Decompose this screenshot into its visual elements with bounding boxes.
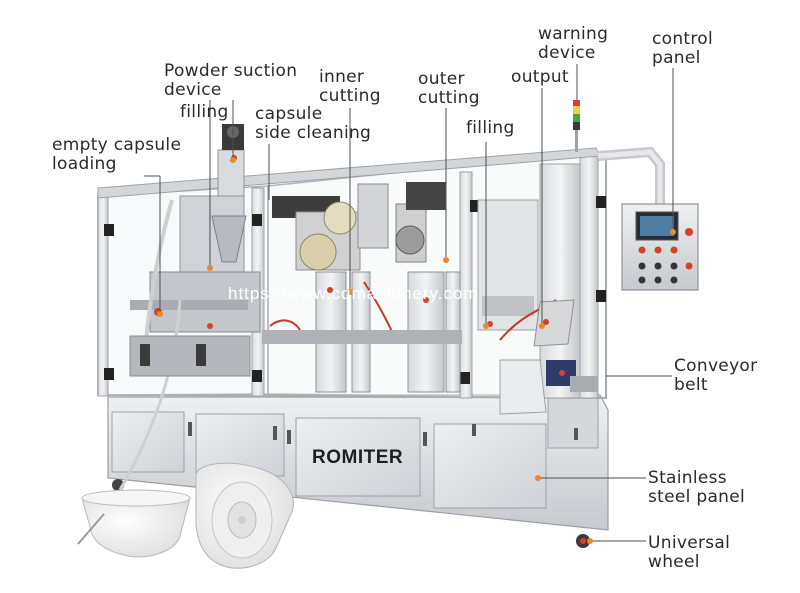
watermark-text: https://www.cqmachinery.com [228, 284, 479, 303]
cutting-stations [262, 182, 462, 393]
label-capsule-side-cleaning: capsule side cleaning [255, 105, 371, 143]
label-conveyor-belt: Conveyor belt [674, 357, 757, 395]
label-line: filling [180, 102, 229, 122]
label-line: device [164, 80, 222, 100]
label-line: filling [466, 118, 515, 138]
label-filling-left: filling [180, 103, 229, 122]
label-line: steel panel [648, 487, 746, 507]
label-line: cutting [418, 88, 480, 108]
label-line: cutting [319, 86, 381, 106]
label-line: wheel [648, 552, 700, 572]
label-line: control [652, 29, 714, 49]
stainless-steel-panel [433, 423, 547, 509]
capsule-samples [77, 462, 294, 569]
label-control-panel: control panel [652, 30, 713, 68]
label-warning-device: warning device [538, 25, 608, 63]
label-inner-cutting: inner cutting [319, 68, 381, 106]
label-outer-cutting: outer cutting [418, 70, 480, 108]
label-universal-wheel: Universal wheel [648, 534, 730, 572]
label-line: side cleaning [255, 123, 372, 143]
label-line: warning [538, 24, 609, 44]
label-line: inner [319, 67, 365, 87]
label-powder-suction-device: Powder suction device [164, 62, 297, 100]
label-line: panel [652, 48, 701, 68]
filling-station-left [118, 124, 261, 491]
label-line: empty capsule [52, 135, 182, 155]
leader-dots [157, 157, 676, 544]
label-line: Universal [648, 533, 731, 553]
label-line: Powder suction [164, 61, 298, 81]
label-line: outer [418, 69, 465, 89]
label-line: Conveyor [674, 356, 758, 376]
front-door-panel [295, 417, 421, 497]
label-line: belt [674, 375, 708, 395]
label-output: output [511, 68, 569, 87]
warning-light [573, 100, 580, 152]
control-panel [597, 146, 699, 291]
label-filling-right: filling [466, 119, 515, 138]
label-empty-capsule-loading: empty capsule loading [52, 136, 181, 174]
label-line: capsule [255, 104, 323, 124]
label-line: output [511, 67, 569, 87]
base-cabinet [107, 394, 609, 548]
label-line: Stainless [648, 468, 727, 488]
brand-logo-text: ROMITER [312, 447, 404, 468]
output-station [477, 199, 598, 415]
label-line: device [538, 43, 596, 63]
label-line: loading [52, 154, 117, 174]
label-stainless-steel-panel: Stainless steel panel [648, 469, 745, 507]
leader-lines [144, 64, 674, 542]
